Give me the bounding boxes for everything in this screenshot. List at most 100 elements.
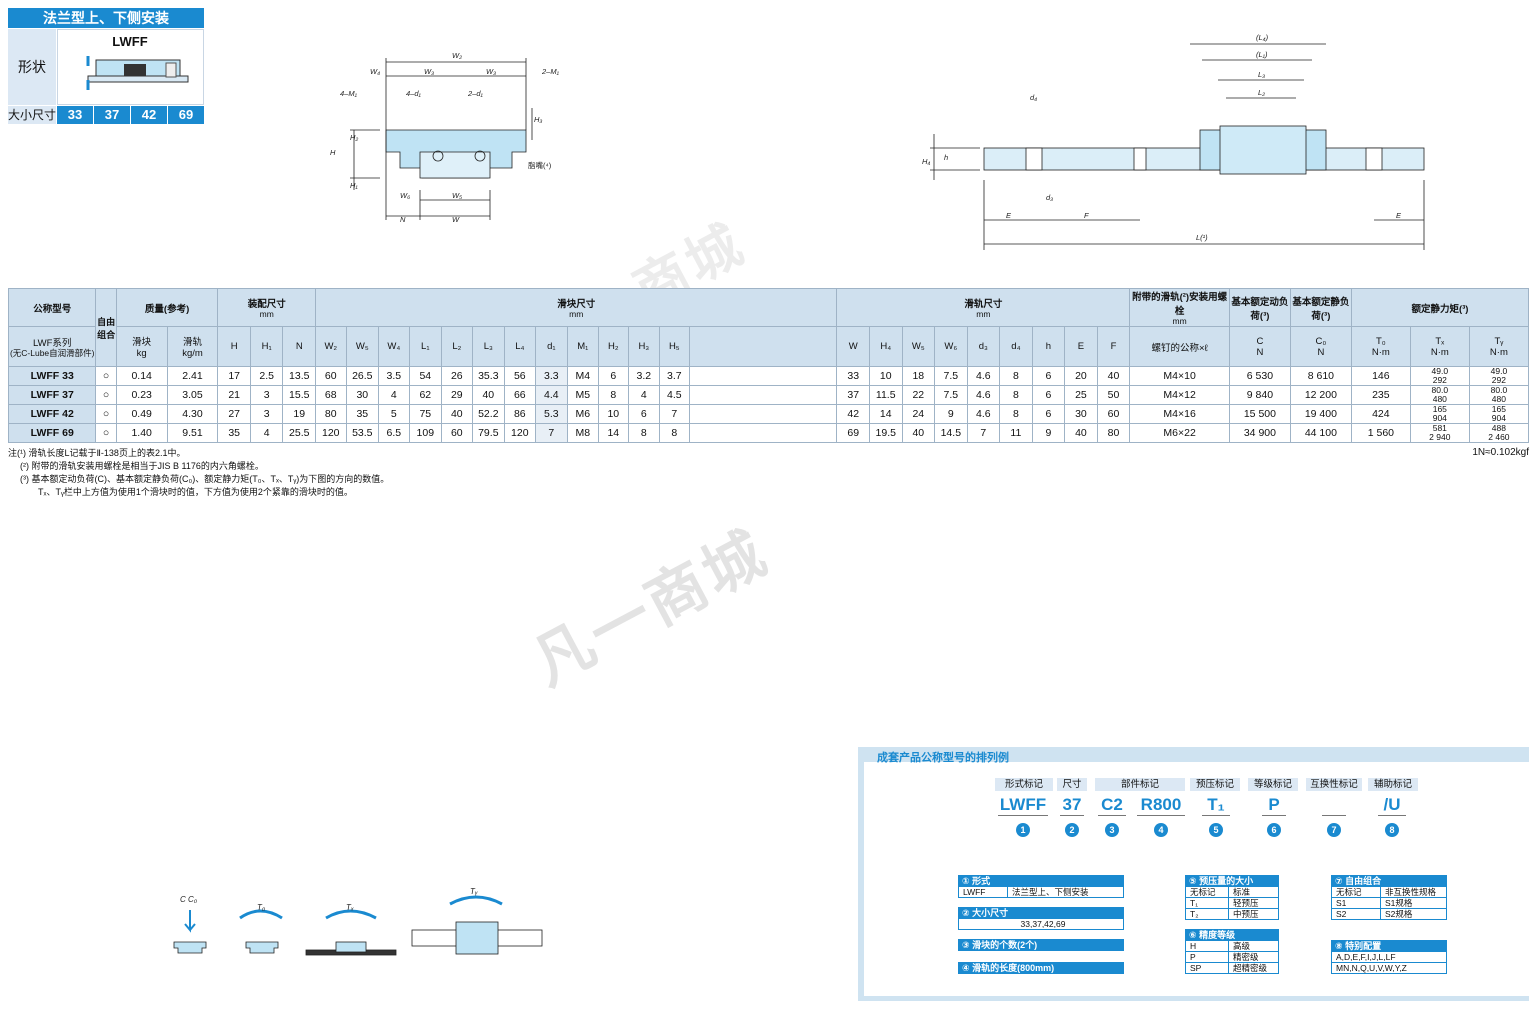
th-mass: 质量(参考) xyxy=(115,288,219,327)
code-underline xyxy=(998,815,1048,816)
cell-n: 15.5 xyxy=(282,385,317,405)
th-c-unit: N xyxy=(1256,346,1264,358)
cell-tx-single: 80.0 xyxy=(1431,385,1449,395)
th-mass-rail-label: 滑轨 xyxy=(182,337,202,348)
code-num-8: 8 xyxy=(1385,823,1399,837)
th-t0-unit: N·m xyxy=(1371,346,1390,358)
th-col: W₅ xyxy=(345,326,380,367)
cell-mr: 3.05 xyxy=(166,385,219,405)
cell-w5: 35 xyxy=(345,404,380,424)
cell-w2: 68 xyxy=(315,385,347,405)
legend-special-title: ⑧ 特别配置 xyxy=(1331,940,1447,952)
legend-block-count: ③ 滑块的个数(2个) xyxy=(958,939,1124,951)
legend-grade-code: SP xyxy=(1186,963,1229,973)
product-code-title: 成套产品公称型号的排列例 xyxy=(877,752,1009,764)
cell-l2: 40 xyxy=(441,404,473,424)
cell-h4: 14 xyxy=(868,404,903,424)
size-37: 37 xyxy=(93,106,130,124)
legend-preload-desc: 标准 xyxy=(1233,887,1251,897)
cell-l1: 62 xyxy=(408,385,443,405)
code-num-5: 5 xyxy=(1209,823,1223,837)
th-blank xyxy=(689,326,838,367)
th-col: W₄ xyxy=(378,326,410,367)
legend-preload-row: 无标记标准 xyxy=(1185,887,1279,898)
cell-f: 80 xyxy=(1096,423,1131,443)
cell-e: 20 xyxy=(1064,366,1098,386)
th-col: L₄ xyxy=(504,326,536,367)
cell-ty-double: 904 xyxy=(1491,413,1506,423)
legend-form-code: LWFF xyxy=(959,887,1008,897)
th-col: W₅ xyxy=(901,326,936,367)
dim-f: F xyxy=(1084,211,1089,220)
cell-l4: 86 xyxy=(504,404,536,424)
th-col: H₅ xyxy=(658,326,691,367)
cell-ty-single: 488 xyxy=(1491,423,1506,433)
cell-h5: 8 xyxy=(658,423,691,443)
cell-model: LWFF 33 xyxy=(7,366,97,386)
legend-size-title: ② 大小尺寸 xyxy=(958,907,1124,919)
cell-h2: 6 xyxy=(597,366,630,386)
legend-size-row: 33,37,42,69 xyxy=(958,919,1124,930)
code-num-4: 4 xyxy=(1154,823,1168,837)
cell-mb: 0.14 xyxy=(115,366,168,386)
cell-l3: 40 xyxy=(471,385,506,405)
code-label-size: 尺寸 xyxy=(1057,778,1087,791)
grease-nipple-label: 脂嘴(⁴) xyxy=(528,160,552,170)
th-c-label: C xyxy=(1256,335,1264,347)
code-value-2: 37 xyxy=(1062,795,1082,814)
cell-l2: 29 xyxy=(441,385,473,405)
th-c0-unit: N xyxy=(1317,346,1325,358)
legend-grade-desc: 精密级 xyxy=(1233,952,1259,962)
th-tx-unit: N·m xyxy=(1430,346,1449,358)
th-block-label: 滑块尺寸 xyxy=(557,299,596,310)
cell-w: 69 xyxy=(836,423,870,443)
dim-h1: H₁ xyxy=(350,181,358,190)
cell-blank xyxy=(689,366,838,386)
cell-w2: 80 xyxy=(315,404,347,424)
cell-h: 17 xyxy=(217,366,251,386)
cell-h4: 11.5 xyxy=(868,385,903,405)
th-block-unit: mm xyxy=(569,309,584,319)
cell-h: 6 xyxy=(1031,404,1066,424)
cell-free: ○ xyxy=(95,423,117,443)
cell-d1: 4.4 xyxy=(534,385,569,405)
cell-rw5: 18 xyxy=(901,366,936,386)
th-model: 公称型号 xyxy=(7,288,97,327)
cell-d1: 5.3 xyxy=(534,404,569,424)
cell-w2: 60 xyxy=(315,366,347,386)
cell-w6: 7.5 xyxy=(934,366,968,386)
legend-free-title: ⑦ 自由组合 xyxy=(1331,875,1447,887)
th-rail-unit: mm xyxy=(976,309,991,319)
dim-h-rail: h xyxy=(944,153,948,162)
cell-h1: 2.5 xyxy=(249,366,284,386)
th-ty-unit: N·m xyxy=(1489,346,1508,358)
cell-mb: 0.23 xyxy=(115,385,168,405)
th-col: H₁ xyxy=(249,326,284,367)
cell-m1: M4 xyxy=(567,366,599,386)
cell-c0: 44 100 xyxy=(1289,423,1352,443)
legend-form-desc: 法兰型上、下侧安装 xyxy=(1012,887,1089,897)
block-thumbnail xyxy=(86,56,189,90)
cell-c: 34 900 xyxy=(1228,423,1291,443)
cell-free: ○ xyxy=(95,366,117,386)
cell-w5: 53.5 xyxy=(345,423,380,443)
legend-grade-code: H xyxy=(1186,941,1229,951)
code-underline xyxy=(1378,815,1406,816)
th-col: L₂ xyxy=(441,326,473,367)
cell-c: 15 500 xyxy=(1228,404,1291,424)
dim-e-left: E xyxy=(1006,211,1012,220)
legend-special-codes: A,D,E,F,I,J,L,LF xyxy=(1336,952,1396,962)
cell-d4: 11 xyxy=(999,423,1033,443)
cell-m1: M6 xyxy=(567,404,599,424)
cell-d3: 7 xyxy=(966,423,1001,443)
